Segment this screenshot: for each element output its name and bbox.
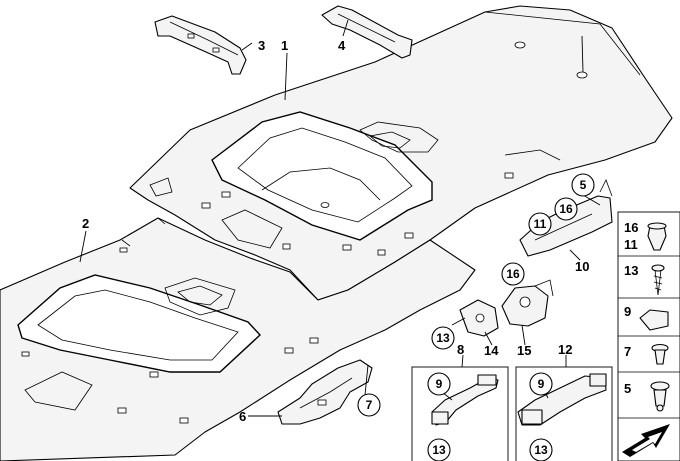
callout-8: 8 xyxy=(457,342,464,357)
hardware-legend xyxy=(617,211,680,461)
expanding-rivet-7-icon xyxy=(651,343,669,365)
bracket-10 xyxy=(519,179,613,257)
callout-9a: 9 xyxy=(436,377,443,391)
legend-label-16: 16 xyxy=(624,220,638,235)
callout-10: 10 xyxy=(575,259,589,274)
grab-handle-box-8 xyxy=(411,366,509,461)
clip-5-icon xyxy=(650,381,670,412)
callout-16a: 16 xyxy=(559,202,573,216)
callout-7-circle: 7 xyxy=(357,393,381,417)
legend-label-13: 13 xyxy=(624,263,638,278)
pad-9-icon xyxy=(639,309,669,331)
callout-5-circle: 5 xyxy=(571,173,595,197)
callout-1: 1 xyxy=(281,38,288,53)
headliner-2 xyxy=(0,217,476,461)
screw-13-icon xyxy=(651,264,665,296)
callout-11-circle: 11 xyxy=(528,212,552,236)
callout-16b: 16 xyxy=(506,267,520,281)
callout-9b-circle: 9 xyxy=(529,372,553,396)
callout-16b-circle: 16 xyxy=(501,262,525,286)
legend-label-11: 11 xyxy=(624,237,638,252)
bracket-4 xyxy=(321,5,413,59)
callout-13b: 13 xyxy=(432,443,446,457)
headliner-1 xyxy=(129,5,673,301)
callout-15: 15 xyxy=(517,343,531,358)
bracket-6 xyxy=(277,359,373,425)
handle-clip-14 xyxy=(459,299,499,337)
callout-4: 4 xyxy=(338,38,346,53)
handle-clip-15 xyxy=(501,279,554,327)
grab-handle-box-12 xyxy=(515,366,613,461)
leader-lines xyxy=(79,19,601,417)
callout-7: 7 xyxy=(366,398,373,412)
legend-label-7: 7 xyxy=(624,344,631,359)
callout-3: 3 xyxy=(258,38,265,53)
callout-13c: 13 xyxy=(534,443,548,457)
callout-13c-circle: 13 xyxy=(529,438,553,461)
callout-16a-circle: 16 xyxy=(554,197,578,221)
callout-9a-circle: 9 xyxy=(427,372,451,396)
callout-6: 6 xyxy=(239,409,246,424)
direction-arrow-icon xyxy=(622,424,670,457)
legend-label-9: 9 xyxy=(624,304,631,319)
bracket-3 xyxy=(154,15,247,75)
clip-16-11-icon xyxy=(647,222,667,251)
callout-11: 11 xyxy=(534,217,547,231)
callout-9b: 9 xyxy=(538,377,545,391)
callout-13a-circle: 13 xyxy=(431,326,455,350)
callout-12: 12 xyxy=(558,342,572,357)
callout-13b-circle: 13 xyxy=(427,438,451,461)
callout-2: 2 xyxy=(82,216,89,231)
callout-5: 5 xyxy=(580,178,587,192)
callout-14: 14 xyxy=(484,343,499,358)
callout-13a: 13 xyxy=(436,331,450,345)
legend-label-5: 5 xyxy=(624,381,631,396)
